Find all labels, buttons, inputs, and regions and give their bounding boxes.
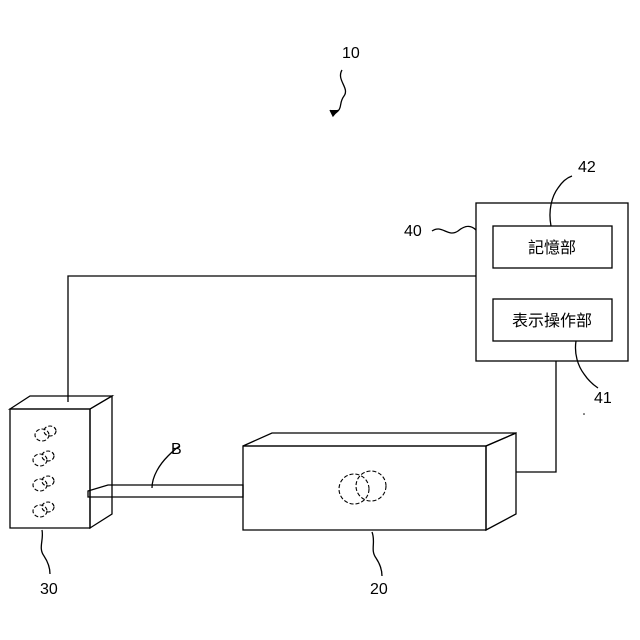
display-operation-ref-label: 41	[594, 390, 612, 407]
side-unit-leader	[41, 530, 50, 574]
controller-ref-label: 40	[404, 223, 422, 240]
storage-ref-label: 42	[578, 159, 596, 176]
system-ref-label: 10	[342, 45, 360, 62]
side-unit-ports	[33, 426, 56, 517]
controller-leader	[432, 226, 476, 233]
display-operation-leader	[575, 341, 598, 388]
main-unit-leader	[372, 532, 382, 576]
main-unit-core	[339, 471, 386, 504]
display-operation-unit-label: 表示操作部	[512, 311, 592, 330]
beam-label: B	[171, 441, 182, 458]
storage-leader	[550, 176, 572, 226]
side-unit-ref-label: 30	[40, 581, 58, 598]
controller-box	[476, 203, 628, 361]
system-leader-line	[334, 70, 346, 114]
tick-mark	[583, 413, 585, 415]
controller-to-side-unit-wire	[68, 276, 476, 402]
side-unit-front	[10, 409, 90, 528]
beam-rod	[88, 485, 243, 497]
side-unit-side	[90, 396, 112, 528]
main-unit-ref-label: 20	[370, 581, 388, 598]
storage-unit-label: 記憶部	[528, 238, 576, 257]
main-unit-side	[486, 433, 516, 530]
main-unit-top	[243, 433, 516, 446]
system-leader-arrowhead	[330, 110, 338, 116]
main-unit-front	[243, 446, 486, 530]
controller-to-main-unit-wire	[516, 361, 556, 472]
side-unit-top	[10, 396, 112, 409]
